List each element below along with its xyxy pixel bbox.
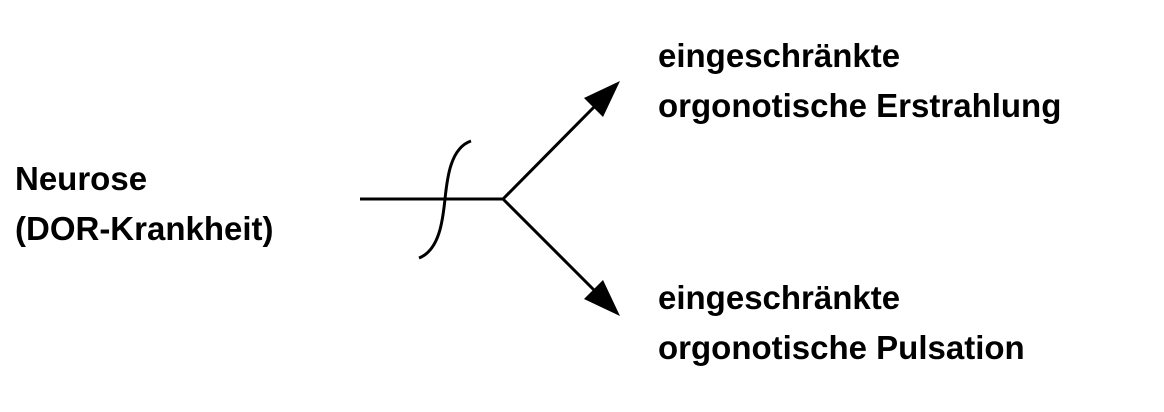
arrow-line-down xyxy=(501,197,600,296)
target-top-line1: eingeschränkte xyxy=(658,37,901,74)
blocking-curve xyxy=(418,139,472,260)
target-bottom-line2: orgonotische Pulsation xyxy=(658,329,1025,366)
target-bottom-line1: eingeschränkte xyxy=(658,279,901,316)
target-label-bottom: eingeschränkte orgonotische Pulsation xyxy=(658,273,1025,373)
source-label: Neurose (DOR-Krankheit) xyxy=(15,154,274,254)
target-top-line2: orgonotische Erstrahlung xyxy=(658,87,1062,124)
source-label-line2: (DOR-Krankheit) xyxy=(15,210,274,247)
arrowhead-down xyxy=(584,280,620,316)
arrowhead-up xyxy=(584,81,620,117)
target-label-top: eingeschränkte orgonotische Erstrahlung xyxy=(658,31,1061,131)
arrow-line-up xyxy=(501,101,600,201)
source-label-line1: Neurose xyxy=(15,160,148,197)
